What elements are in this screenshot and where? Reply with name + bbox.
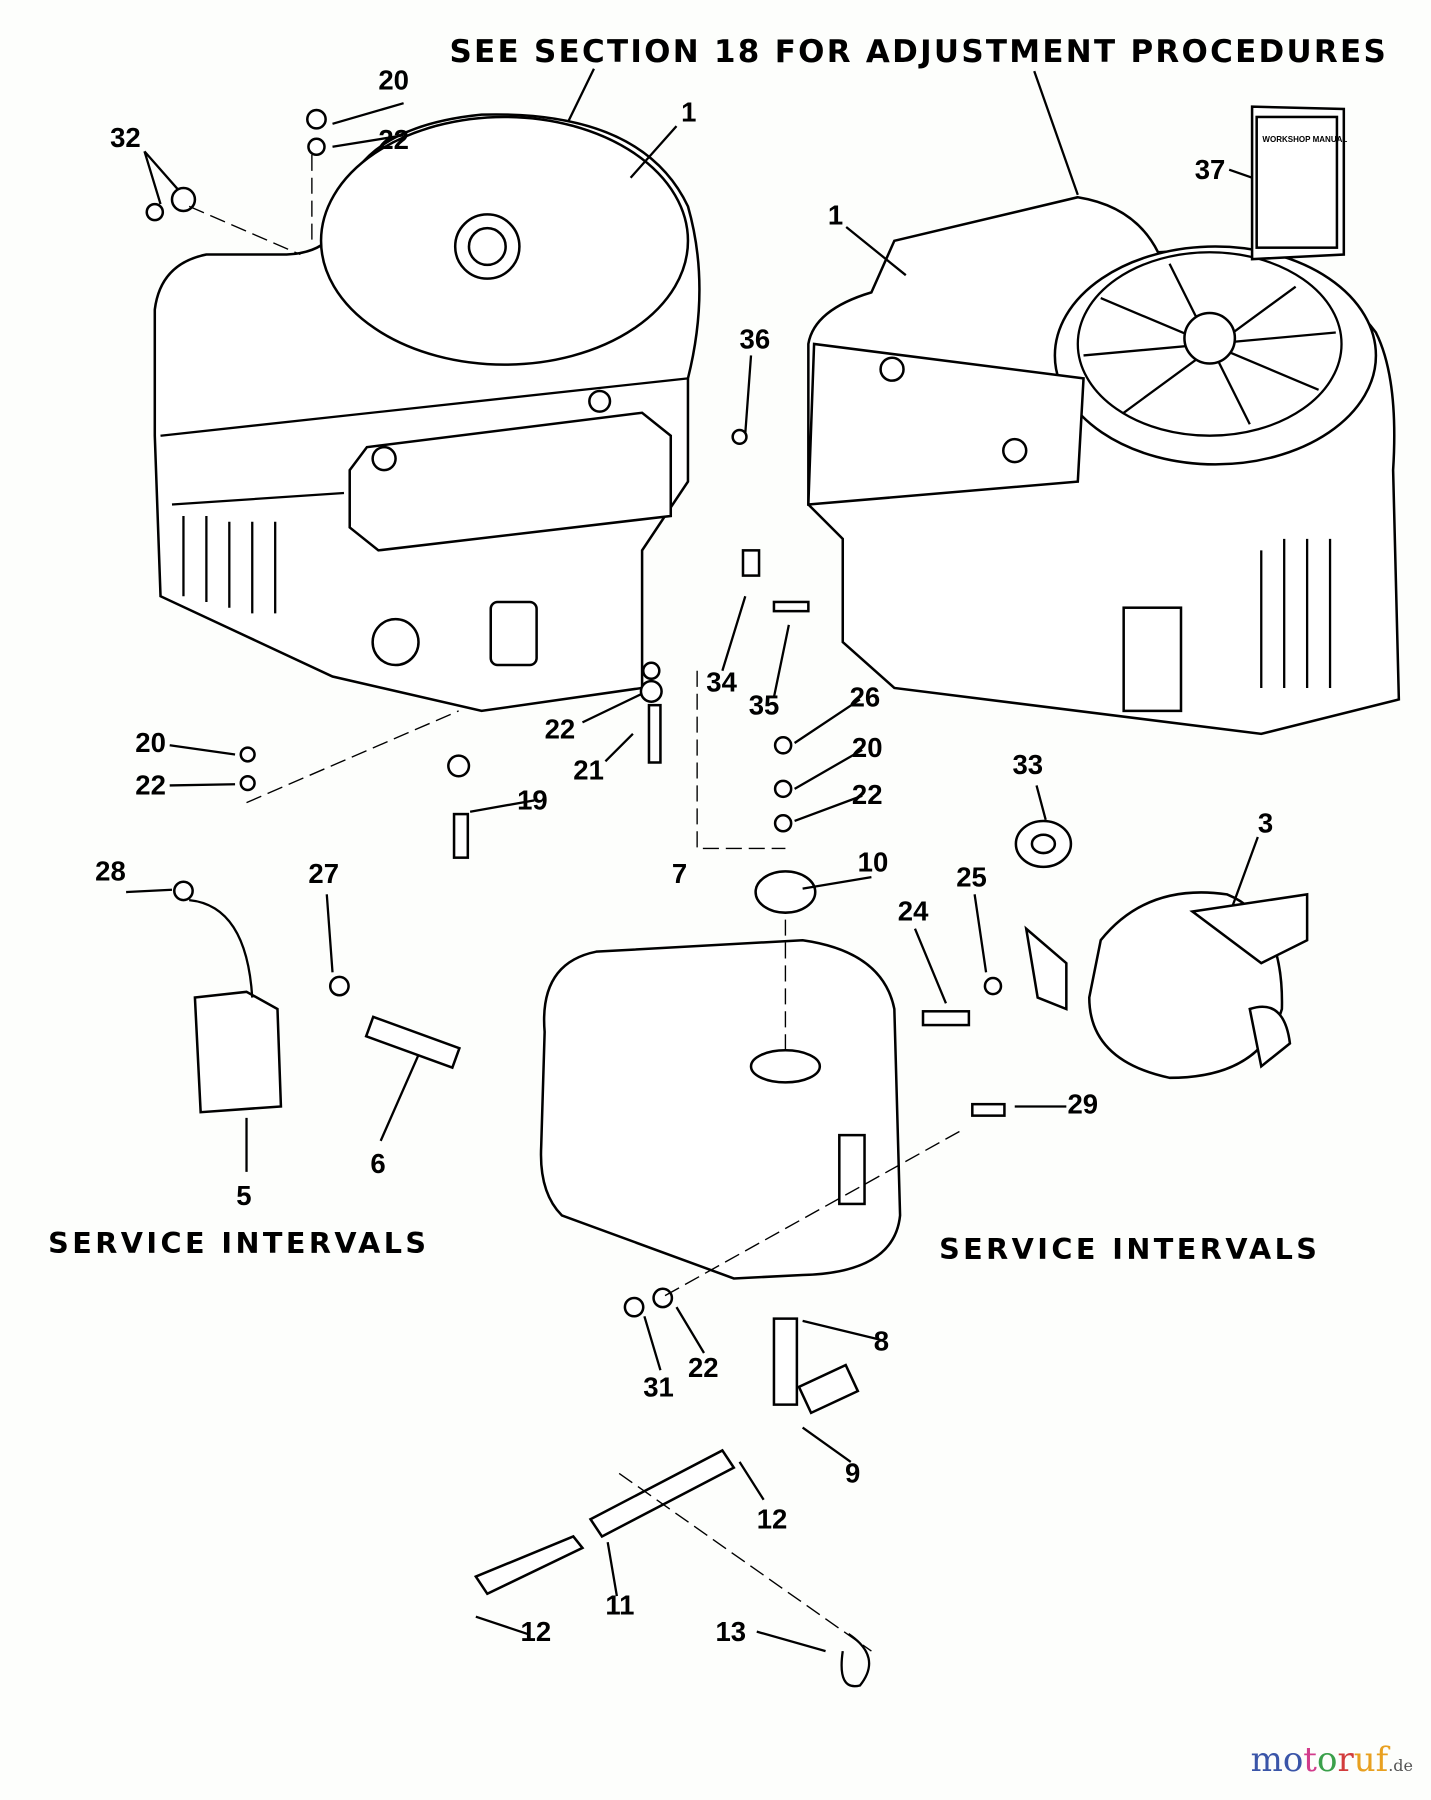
callout-6: 6	[370, 1148, 385, 1179]
callout-32: 32	[110, 122, 141, 153]
callout-29: 29	[1067, 1088, 1098, 1119]
callout-9: 9	[845, 1458, 860, 1489]
callout-21: 21	[573, 755, 604, 786]
callout-1: 1	[828, 200, 843, 231]
callout-1: 1	[681, 97, 696, 128]
callout-10: 10	[858, 846, 889, 877]
callouts: 32 20 22 1 36 37 1 34 35 26 20 22 20 22 …	[95, 64, 1273, 1653]
callout-22: 22	[135, 770, 166, 801]
workshop-manual: WORKSHOP MANUAL	[1250, 105, 1347, 261]
fuel-tank	[539, 870, 902, 1280]
callout-27: 27	[308, 858, 339, 889]
callout-22: 22	[688, 1352, 719, 1383]
callout-7: 7	[672, 858, 687, 889]
callout-31: 31	[643, 1372, 674, 1403]
callout-20: 20	[852, 732, 883, 763]
callout-33: 33	[1012, 749, 1043, 780]
callout-34: 34	[706, 666, 737, 697]
callout-11: 11	[605, 1589, 634, 1620]
service-intervals-left: SERVICE INTERVALS	[48, 1226, 429, 1260]
callout-13: 13	[715, 1616, 746, 1647]
callout-36: 36	[740, 324, 771, 355]
callout-3: 3	[1258, 807, 1273, 838]
callout-25: 25	[956, 861, 987, 892]
callout-12: 12	[757, 1503, 788, 1534]
callout-26: 26	[850, 681, 881, 712]
callout-22: 22	[852, 779, 883, 810]
callout-28: 28	[95, 856, 126, 887]
callout-20: 20	[378, 64, 409, 95]
manual-title: WORKSHOP MANUAL	[1262, 135, 1347, 144]
service-intervals-right: SERVICE INTERVALS	[939, 1232, 1320, 1266]
muffler	[1014, 819, 1309, 1080]
watermark-logo: motoruf.de	[1250, 1740, 1413, 1780]
callout-5: 5	[236, 1180, 251, 1211]
callout-20: 20	[135, 727, 166, 758]
engine-left	[153, 113, 701, 713]
callout-8: 8	[874, 1326, 889, 1357]
callout-22: 22	[545, 713, 576, 744]
callout-37: 37	[1195, 154, 1226, 185]
small-parts	[145, 108, 1006, 1688]
callout-12: 12	[521, 1616, 552, 1647]
header-text: SEE SECTION 18 FOR ADJUSTMENT PROCEDURES	[449, 34, 1388, 70]
engine-right	[807, 195, 1401, 736]
callout-24: 24	[898, 896, 929, 927]
